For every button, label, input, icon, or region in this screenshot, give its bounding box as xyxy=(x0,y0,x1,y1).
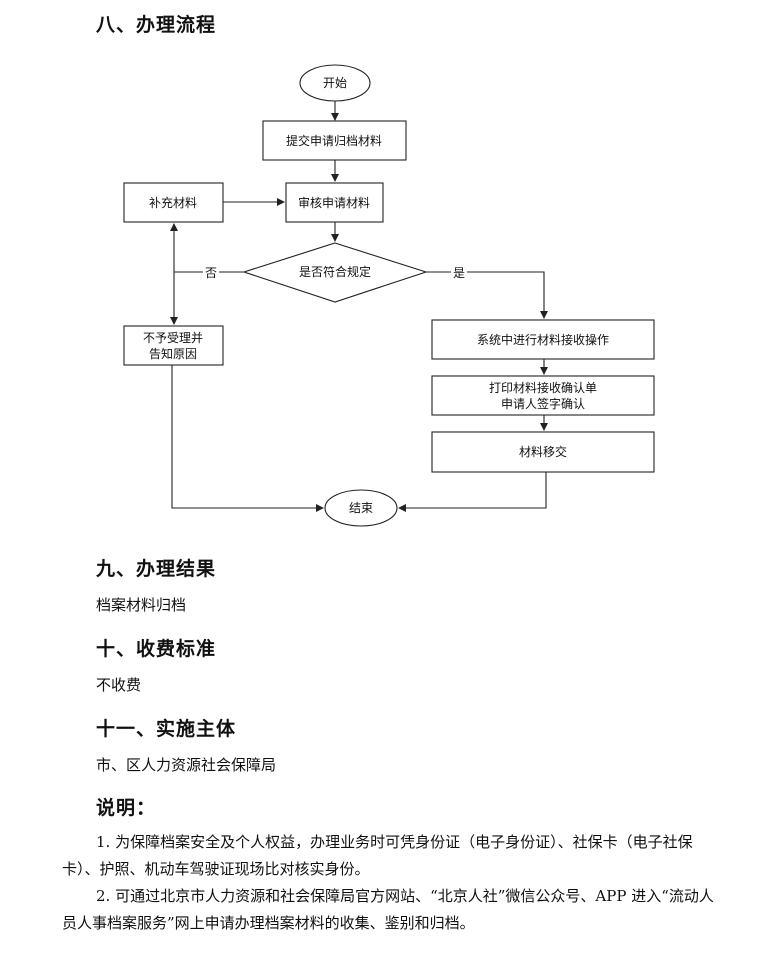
reject-label-line1: 不予受理并 xyxy=(143,331,203,345)
transfer-label: 材料移交 xyxy=(519,444,567,459)
note-item-1: 1. 为保障档案安全及个人权益，办理业务时可凭身份证（电子身份证）、社保卡（电子… xyxy=(62,833,693,878)
end-node xyxy=(324,489,398,527)
decision-label: 是否符合规定 xyxy=(299,264,371,279)
print-label-line1: 打印材料接收确认单 xyxy=(489,380,597,395)
print-label-line2: 申请人签字确认 xyxy=(501,396,585,411)
note-item-2: 2. 可通过北京市人力资源和社会保障局官方网站、“北京人社”微信公众号、APP … xyxy=(62,887,714,932)
supplement-label: 补充材料 xyxy=(149,195,197,210)
supplement-box xyxy=(123,182,224,223)
reject-box xyxy=(123,325,224,366)
submit-label: 提交申请归档材料 xyxy=(286,133,382,148)
receive-label: 系统中进行材料接收操作 xyxy=(477,332,609,347)
section-title-process: 八、办理流程 xyxy=(96,14,217,36)
process-flowchart: 开始 提交申请归档材料 补充材料 审核申请材料 是否符合规定 否 不予受理并 告… xyxy=(123,64,655,527)
section-title-fee: 十、收费标准 xyxy=(96,638,217,660)
decision-diamond xyxy=(242,242,428,303)
section-title-authority: 十一、实施主体 xyxy=(96,718,237,740)
section-body-authority: 市、区人力资源社会保障局 xyxy=(96,756,277,774)
review-label: 审核申请材料 xyxy=(298,195,370,210)
no-label: 否 xyxy=(205,266,217,280)
end-label: 结束 xyxy=(349,501,373,515)
submit-box xyxy=(262,120,407,161)
start-label: 开始 xyxy=(323,76,347,90)
section-body-result: 档案材料归档 xyxy=(96,596,187,614)
yes-branch-line xyxy=(426,271,548,319)
review-box xyxy=(285,182,384,223)
section-title-result: 九、办理结果 xyxy=(96,558,217,580)
reject-label-line2: 告知原因 xyxy=(149,347,197,361)
section-body-fee: 不收费 xyxy=(96,676,142,694)
arrow-transfer-end xyxy=(398,472,547,512)
notes-title: 说明： xyxy=(96,797,157,819)
print-box xyxy=(431,375,655,416)
receive-box xyxy=(431,319,655,360)
notes-list: 1. 为保障档案安全及个人权益，办理业务时可凭身份证（电子身份证）、社保卡（电子… xyxy=(62,829,722,937)
transfer-box xyxy=(431,431,655,473)
arrow-reject-end xyxy=(171,365,324,512)
yes-label: 是 xyxy=(453,266,465,280)
